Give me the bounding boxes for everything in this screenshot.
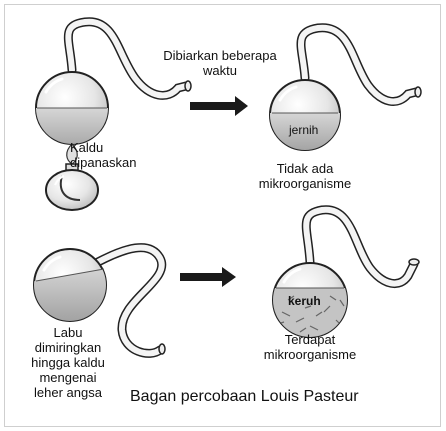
flask-top-left bbox=[35, 17, 192, 145]
cloudy-label: keruh bbox=[288, 294, 321, 308]
tilted-flask-label: Labu dimiringkan hingga kaldu mengenai l… bbox=[18, 325, 118, 400]
burner bbox=[45, 143, 99, 211]
label-line: leher angsa bbox=[34, 385, 102, 400]
no-microorganism-caption: Tidak ada mikroorganisme bbox=[250, 161, 360, 191]
figure-frame bbox=[4, 4, 441, 427]
flask-top-right bbox=[269, 23, 422, 151]
label-line: mengenai bbox=[39, 370, 97, 385]
caption-line: mikroorganisme bbox=[263, 347, 357, 362]
label-line: waktu bbox=[203, 63, 237, 78]
label-line: Dibiarkan beberapa bbox=[163, 48, 277, 63]
flask-bottom-right bbox=[272, 205, 420, 338]
label-line: dipanaskan bbox=[70, 155, 137, 170]
figure-title: Bagan percobaan Louis Pasteur bbox=[130, 388, 359, 405]
arrow-bottom bbox=[180, 267, 236, 287]
label-line: dimiringkan bbox=[34, 340, 102, 355]
arrow-top bbox=[190, 96, 248, 116]
microorganism-present-caption: Terdapat mikroorganisme bbox=[255, 332, 365, 362]
caption-line: Terdapat bbox=[284, 332, 336, 347]
label-line: hingga kaldu bbox=[31, 355, 105, 370]
caption-line: mikroorganisme bbox=[258, 176, 352, 191]
label-line: Kaldu bbox=[70, 140, 104, 155]
label-line: Labu bbox=[53, 325, 83, 340]
caption-line: Tidak ada bbox=[276, 161, 334, 176]
arrow-top-label: Dibiarkan beberapa waktu bbox=[150, 48, 290, 78]
clear-label: jernih bbox=[289, 123, 319, 137]
heated-broth-label: Kaldu dipanaskan bbox=[70, 140, 137, 170]
